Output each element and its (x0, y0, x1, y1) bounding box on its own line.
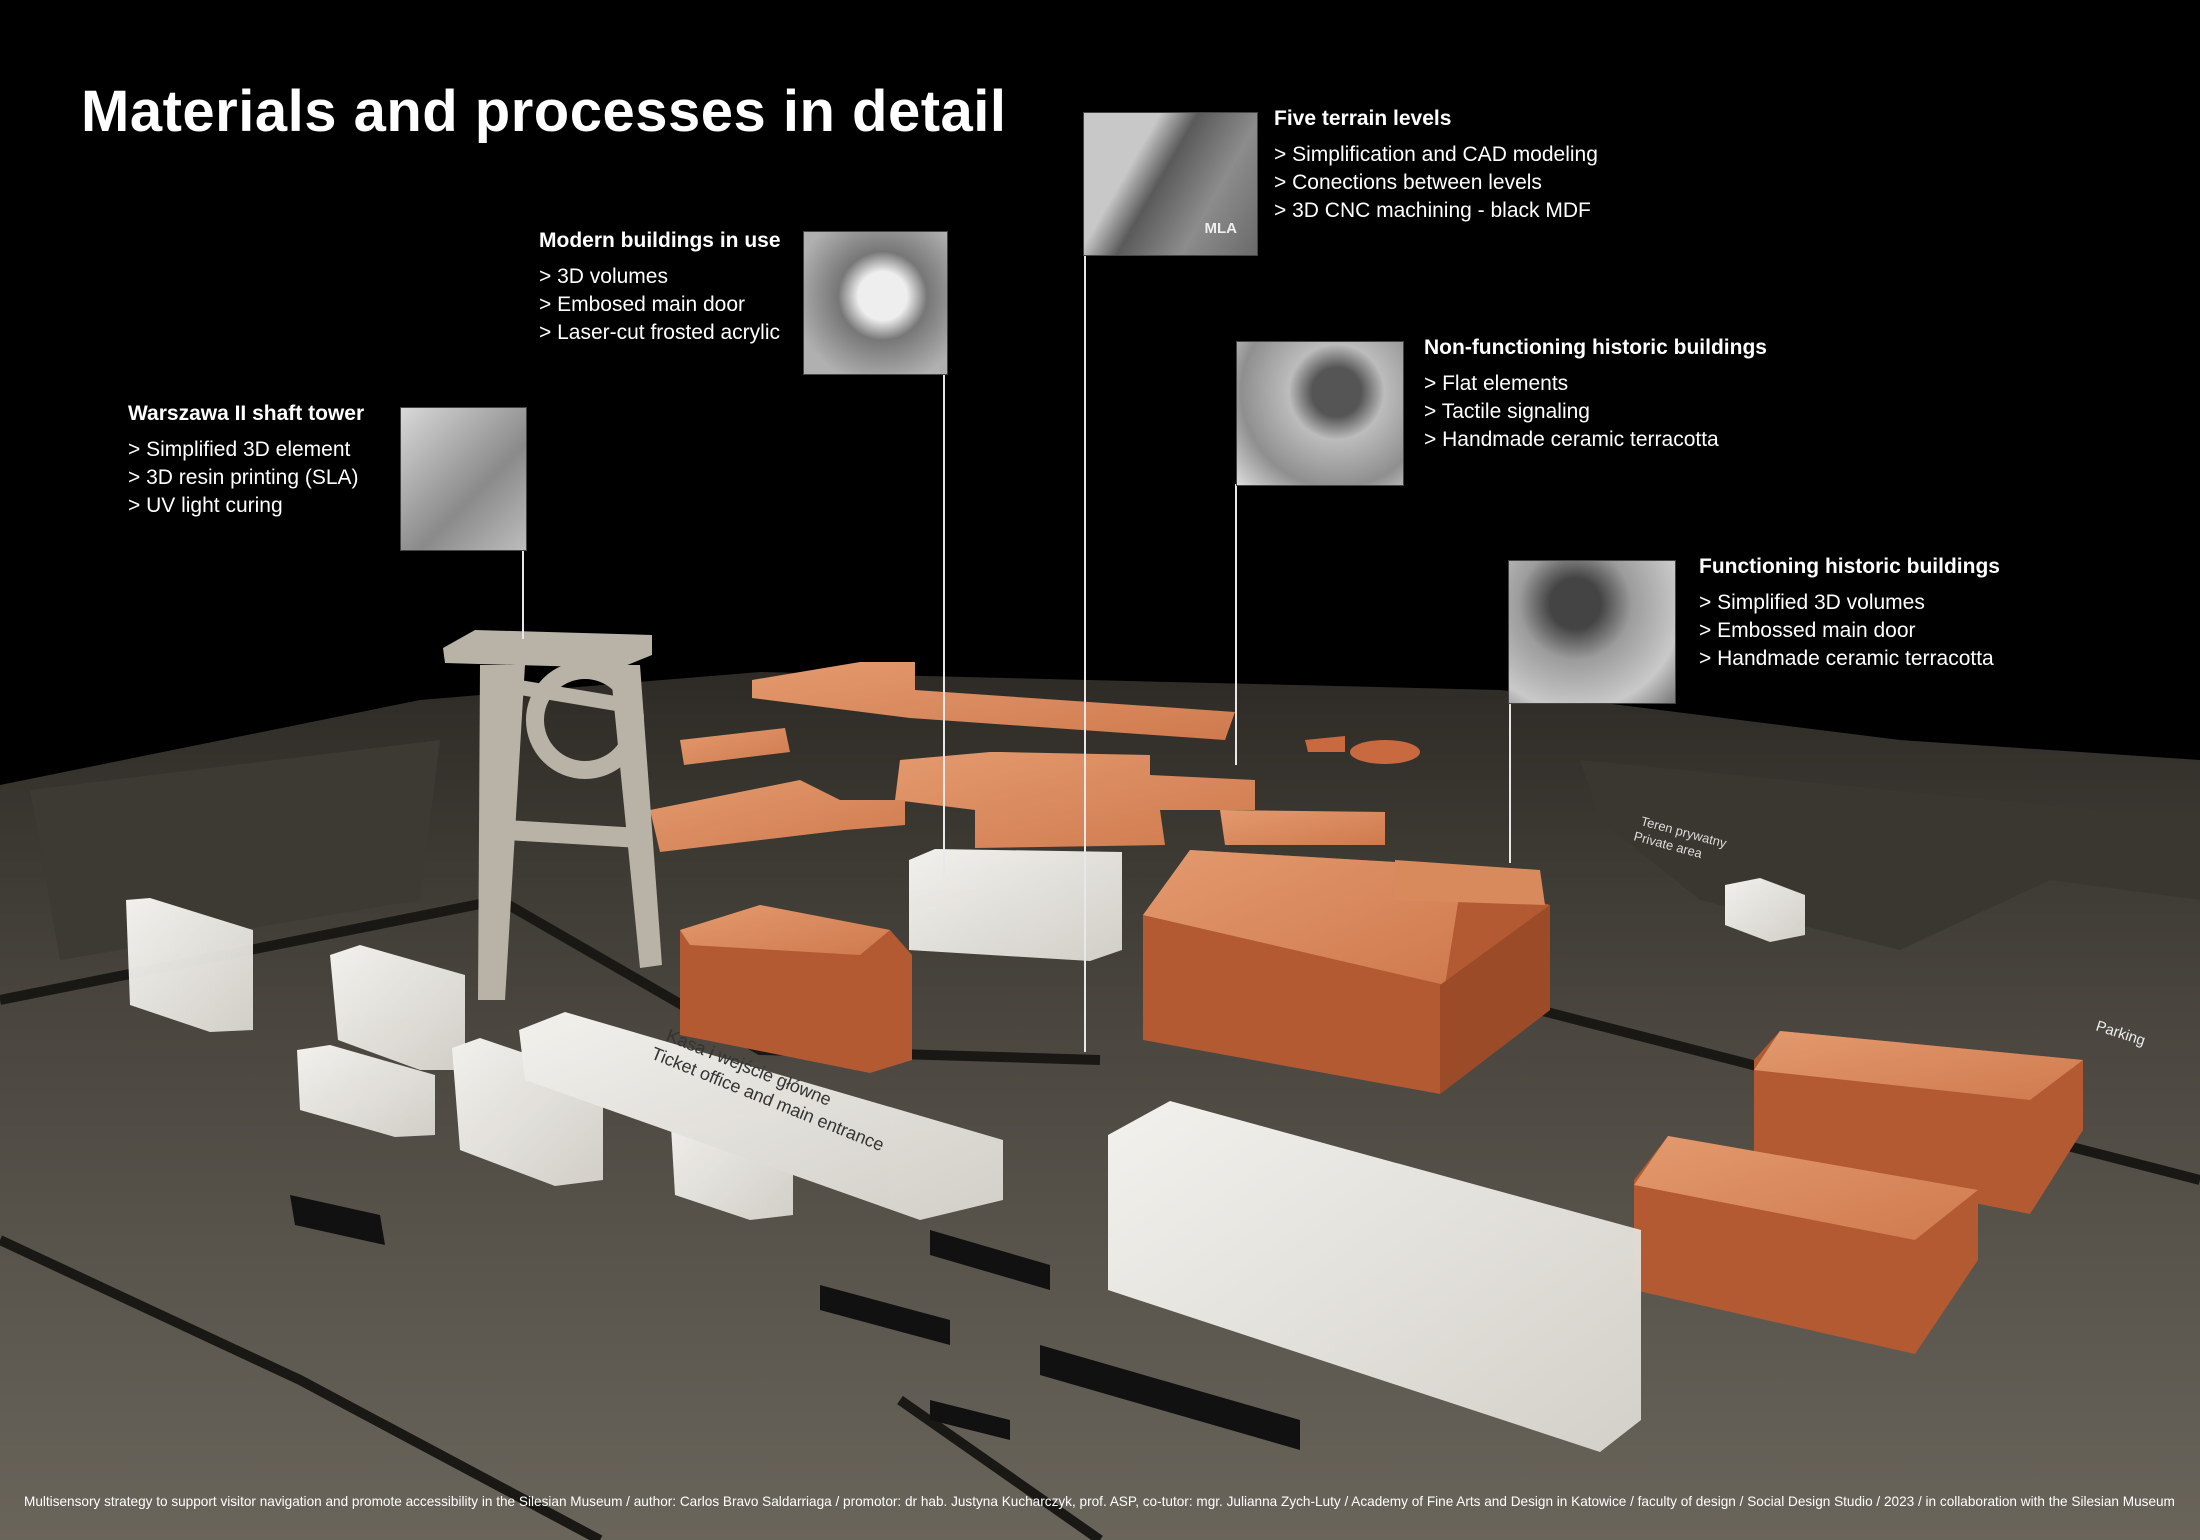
callout-item: > Embossed main door (1699, 619, 1916, 642)
callout-item: > UV light curing (128, 494, 283, 517)
functioning-historic-building-small (680, 905, 912, 1073)
flat-terracotta-buildings (650, 662, 1420, 852)
photo-machine-brand: MLA (1204, 220, 1238, 237)
credits-footer: Multisensory strategy to support visitor… (24, 1494, 2175, 1509)
leader-line-functioning (1509, 702, 1511, 863)
callout-item: > 3D volumes (539, 265, 668, 288)
callout-item: > Conections between levels (1274, 171, 1542, 194)
leader-line-non-functioning (1235, 484, 1237, 765)
callout-item: > 3D CNC machining - black MDF (1274, 199, 1591, 222)
callout-heading: Warszawa II shaft tower (128, 402, 365, 425)
terrain-base (0, 672, 2200, 1540)
functioning-historic-building-main (1143, 850, 1550, 1094)
callout-heading: Non-functioning historic buildings (1424, 336, 1767, 359)
callout-item: > Simplified 3D volumes (1699, 591, 1925, 614)
photo-acrylic-work (803, 231, 948, 375)
photo-ceramic-work (1508, 560, 1676, 704)
callout-heading: Five terrain levels (1274, 107, 1452, 130)
leader-line-modern-buildings (943, 373, 945, 877)
callout-item: > Simplification and CAD modeling (1274, 143, 1598, 166)
callout-modern-buildings: Modern buildings in use > 3D volumes > E… (539, 229, 781, 347)
photo-resin-print (400, 407, 527, 551)
page-title: Materials and processes in detail (81, 79, 1007, 144)
callout-item: > Handmade ceramic terracotta (1699, 647, 1994, 670)
callout-item: > Tactile signaling (1424, 400, 1590, 423)
callout-item: > Embosed main door (539, 293, 746, 316)
leader-line-terrain-levels (1084, 254, 1086, 1052)
callout-non-functioning-buildings: Non-functioning historic buildings > Fla… (1424, 336, 1767, 454)
callout-item: > Simplified 3D element (128, 438, 351, 461)
callout-heading: Modern buildings in use (539, 229, 781, 252)
photo-cnc-machine: MLA (1083, 112, 1258, 256)
callout-heading: Functioning historic buildings (1699, 555, 2000, 578)
modern-acrylic-buildings (126, 849, 1805, 1452)
functioning-historic-building-right (1634, 1031, 2083, 1354)
photo-tactile-signaling (1236, 341, 1404, 486)
shaft-tower-model (443, 630, 662, 1000)
callout-functioning-buildings: Functioning historic buildings > Simplif… (1699, 555, 2000, 673)
leader-line-shaft-tower (522, 549, 524, 639)
callout-item: > Laser-cut frosted acrylic (539, 321, 781, 344)
callout-item: > Handmade ceramic terracotta (1424, 428, 1719, 451)
callout-shaft-tower: Warszawa II shaft tower > Simplified 3D … (128, 402, 364, 520)
callout-item: > Flat elements (1424, 372, 1569, 395)
callout-terrain-levels: Five terrain levels > Simplification and… (1274, 107, 1598, 225)
callout-item: > 3D resin printing (SLA) (128, 466, 359, 489)
dark-path-slabs (290, 1195, 1300, 1450)
